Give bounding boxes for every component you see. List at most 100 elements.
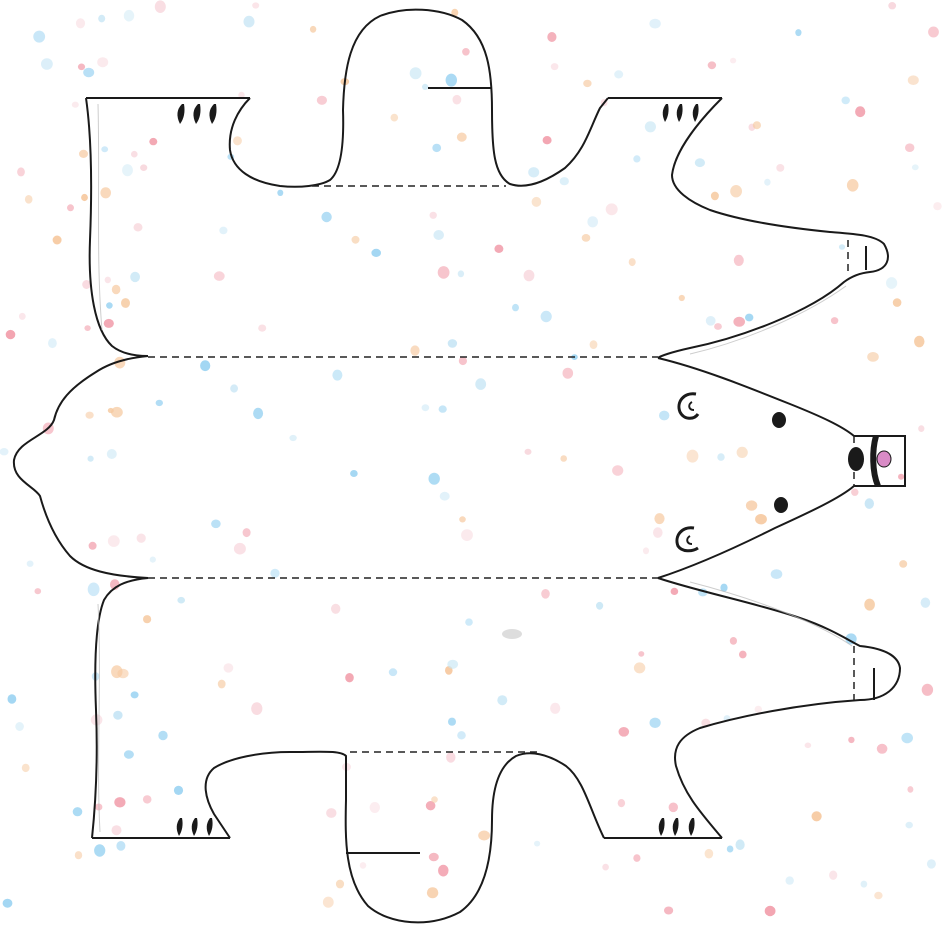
eye-icon: [772, 412, 786, 428]
smudge: [502, 629, 522, 639]
confetti-dot: [730, 185, 742, 198]
confetti-dot: [98, 14, 106, 23]
confetti-dot: [589, 340, 598, 349]
confetti-dot: [233, 136, 242, 146]
confetti-dot: [200, 360, 211, 372]
confetti-dot: [531, 196, 542, 207]
confetti-dot: [838, 244, 846, 250]
confetti-dot: [596, 601, 604, 610]
confetti-dot: [74, 851, 83, 860]
confetti-dot: [111, 406, 123, 418]
confetti-dot: [130, 271, 141, 283]
confetti-dot: [136, 533, 146, 543]
confetti-dot: [458, 356, 467, 366]
confetti-dot: [425, 801, 436, 811]
confetti-dot: [654, 513, 665, 525]
confetti-dot: [87, 582, 100, 597]
confetti-dot: [628, 258, 636, 267]
confetti-dot: [739, 650, 747, 659]
confetti-dot: [97, 57, 109, 68]
confetti-dot: [867, 352, 879, 362]
confetti-dot: [776, 164, 785, 172]
confetti-dot: [714, 323, 722, 330]
confetti-dot: [223, 663, 234, 673]
confetti-dot: [142, 795, 152, 804]
confetti-dot: [888, 1, 897, 10]
confetti-dot: [457, 270, 465, 278]
confetti-dot: [72, 807, 83, 817]
confetti-dot: [494, 244, 504, 253]
confetti-dot: [84, 325, 91, 331]
confetti-dot: [899, 560, 908, 568]
confetti-dot: [829, 870, 838, 880]
confetti-dot: [445, 73, 457, 87]
claw-marks-icon: [176, 104, 699, 836]
confetti-dot: [754, 705, 762, 714]
confetti-dot: [104, 276, 112, 284]
confetti-dot: [659, 410, 670, 421]
confetti-dot: [926, 859, 936, 869]
confetti-dot: [541, 589, 550, 599]
confetti-dot: [855, 106, 866, 118]
confetti-dot: [24, 195, 33, 204]
confetti-dot: [933, 202, 942, 211]
confetti-dot: [898, 473, 905, 480]
confetti-dot: [100, 187, 111, 199]
confetti-dot: [87, 455, 94, 462]
confetti-dot: [133, 223, 143, 232]
confetti-dot: [560, 455, 567, 462]
confetti-dot: [309, 25, 317, 33]
confetti-dot: [617, 799, 626, 808]
confetti-dot: [614, 70, 624, 79]
confetti-dot: [426, 887, 439, 899]
confetti-dot: [752, 121, 762, 130]
confetti-dot: [452, 94, 462, 105]
confetti-dot: [583, 79, 592, 88]
confetti-dot: [905, 821, 913, 829]
confetti-dot: [114, 797, 126, 808]
confetti-dot: [238, 91, 245, 99]
confetti-dot: [456, 132, 467, 142]
confetti-dot: [253, 407, 264, 420]
confetti-dot: [332, 369, 343, 381]
confetti-dot: [123, 750, 134, 759]
confetti-dot: [158, 730, 168, 741]
confetti-dot: [433, 230, 445, 240]
pencil-guide-lines: [97, 103, 853, 833]
confetti-dot: [251, 702, 263, 715]
confetti-dot: [351, 235, 360, 244]
confetti-dot: [388, 668, 398, 677]
confetti-dot: [75, 18, 86, 29]
confetti-dot: [371, 248, 382, 257]
confetti-dot: [107, 407, 114, 414]
confetti-dot: [830, 317, 839, 325]
confetti-dot: [851, 488, 859, 496]
confetti-dot: [478, 830, 490, 841]
confetti-dot: [465, 618, 473, 626]
confetti-dot: [461, 529, 473, 541]
confetti-dot: [447, 659, 459, 669]
confetti-dot: [422, 83, 429, 90]
confetti-dot: [438, 864, 449, 877]
confetti-dot: [462, 48, 470, 56]
confetti-dot: [457, 731, 466, 740]
confetti-dot: [704, 848, 714, 859]
confetti-dot: [321, 211, 332, 223]
mouth-icon: [870, 435, 881, 488]
confetti-dot: [34, 588, 42, 595]
confetti-dot: [140, 164, 148, 171]
confetti-dot: [562, 367, 574, 379]
confetti-dot: [316, 95, 327, 105]
confetti-dot: [864, 498, 874, 509]
confetti-dot: [113, 710, 123, 720]
confetti-dot: [550, 63, 559, 71]
confetti-dot: [928, 26, 939, 38]
confetti-dot: [106, 449, 117, 459]
confetti-dot: [326, 808, 337, 818]
confetti-dot: [581, 234, 591, 242]
confetti-dot: [764, 905, 776, 917]
confetti-dot: [177, 596, 185, 604]
nose-icon: [848, 447, 864, 471]
confetti-dot: [860, 880, 868, 888]
